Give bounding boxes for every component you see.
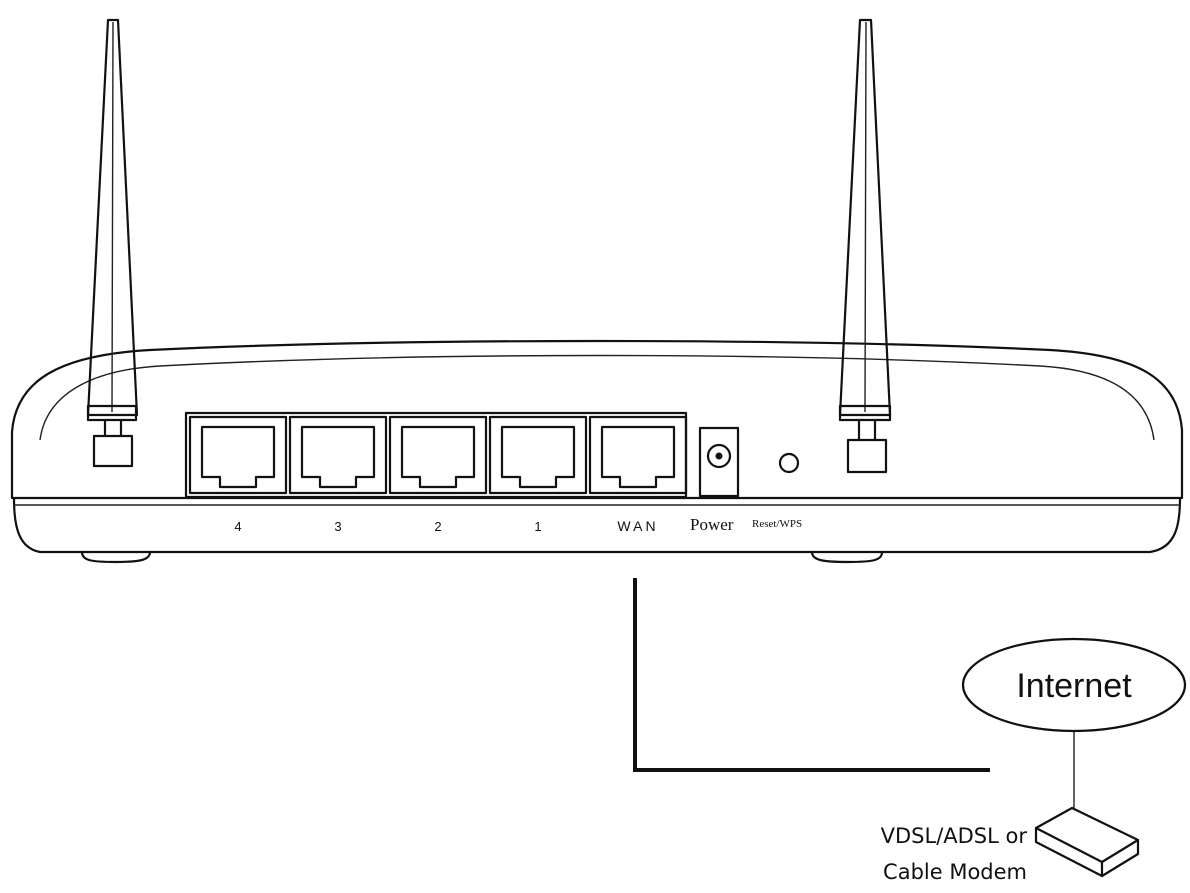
port-3-label: 3 — [334, 519, 341, 534]
reset-wps-button[interactable] — [778, 452, 800, 474]
left-antenna — [86, 18, 139, 468]
internet-ellipse — [961, 637, 1187, 733]
port-4-label: 4 — [234, 519, 241, 534]
power-label: Power — [690, 515, 734, 534]
lan-port-2[interactable] — [388, 415, 488, 495]
wan-port-label: WAN — [617, 518, 658, 534]
lan-port-4[interactable] — [188, 415, 288, 495]
modem-label-line2: Cable Modem — [883, 860, 1027, 884]
lan-port-3[interactable] — [288, 415, 388, 495]
power-jack[interactable] — [698, 426, 740, 498]
port-block — [184, 411, 688, 499]
internet-label: Internet — [1016, 667, 1132, 705]
router — [10, 339, 1184, 564]
lan-port-1[interactable] — [488, 415, 588, 495]
port-2-label: 2 — [434, 519, 441, 534]
right-antenna — [838, 18, 892, 474]
port-1-label: 1 — [534, 519, 541, 534]
reset-wps-label: Reset/WPS — [752, 518, 802, 530]
modem-label-line1: VDSL/ADSL or — [881, 824, 1028, 848]
modem-icon — [1034, 806, 1140, 878]
wan-port[interactable] — [588, 415, 688, 495]
ethernet-ports — [188, 415, 688, 495]
wan-cable — [633, 578, 990, 772]
